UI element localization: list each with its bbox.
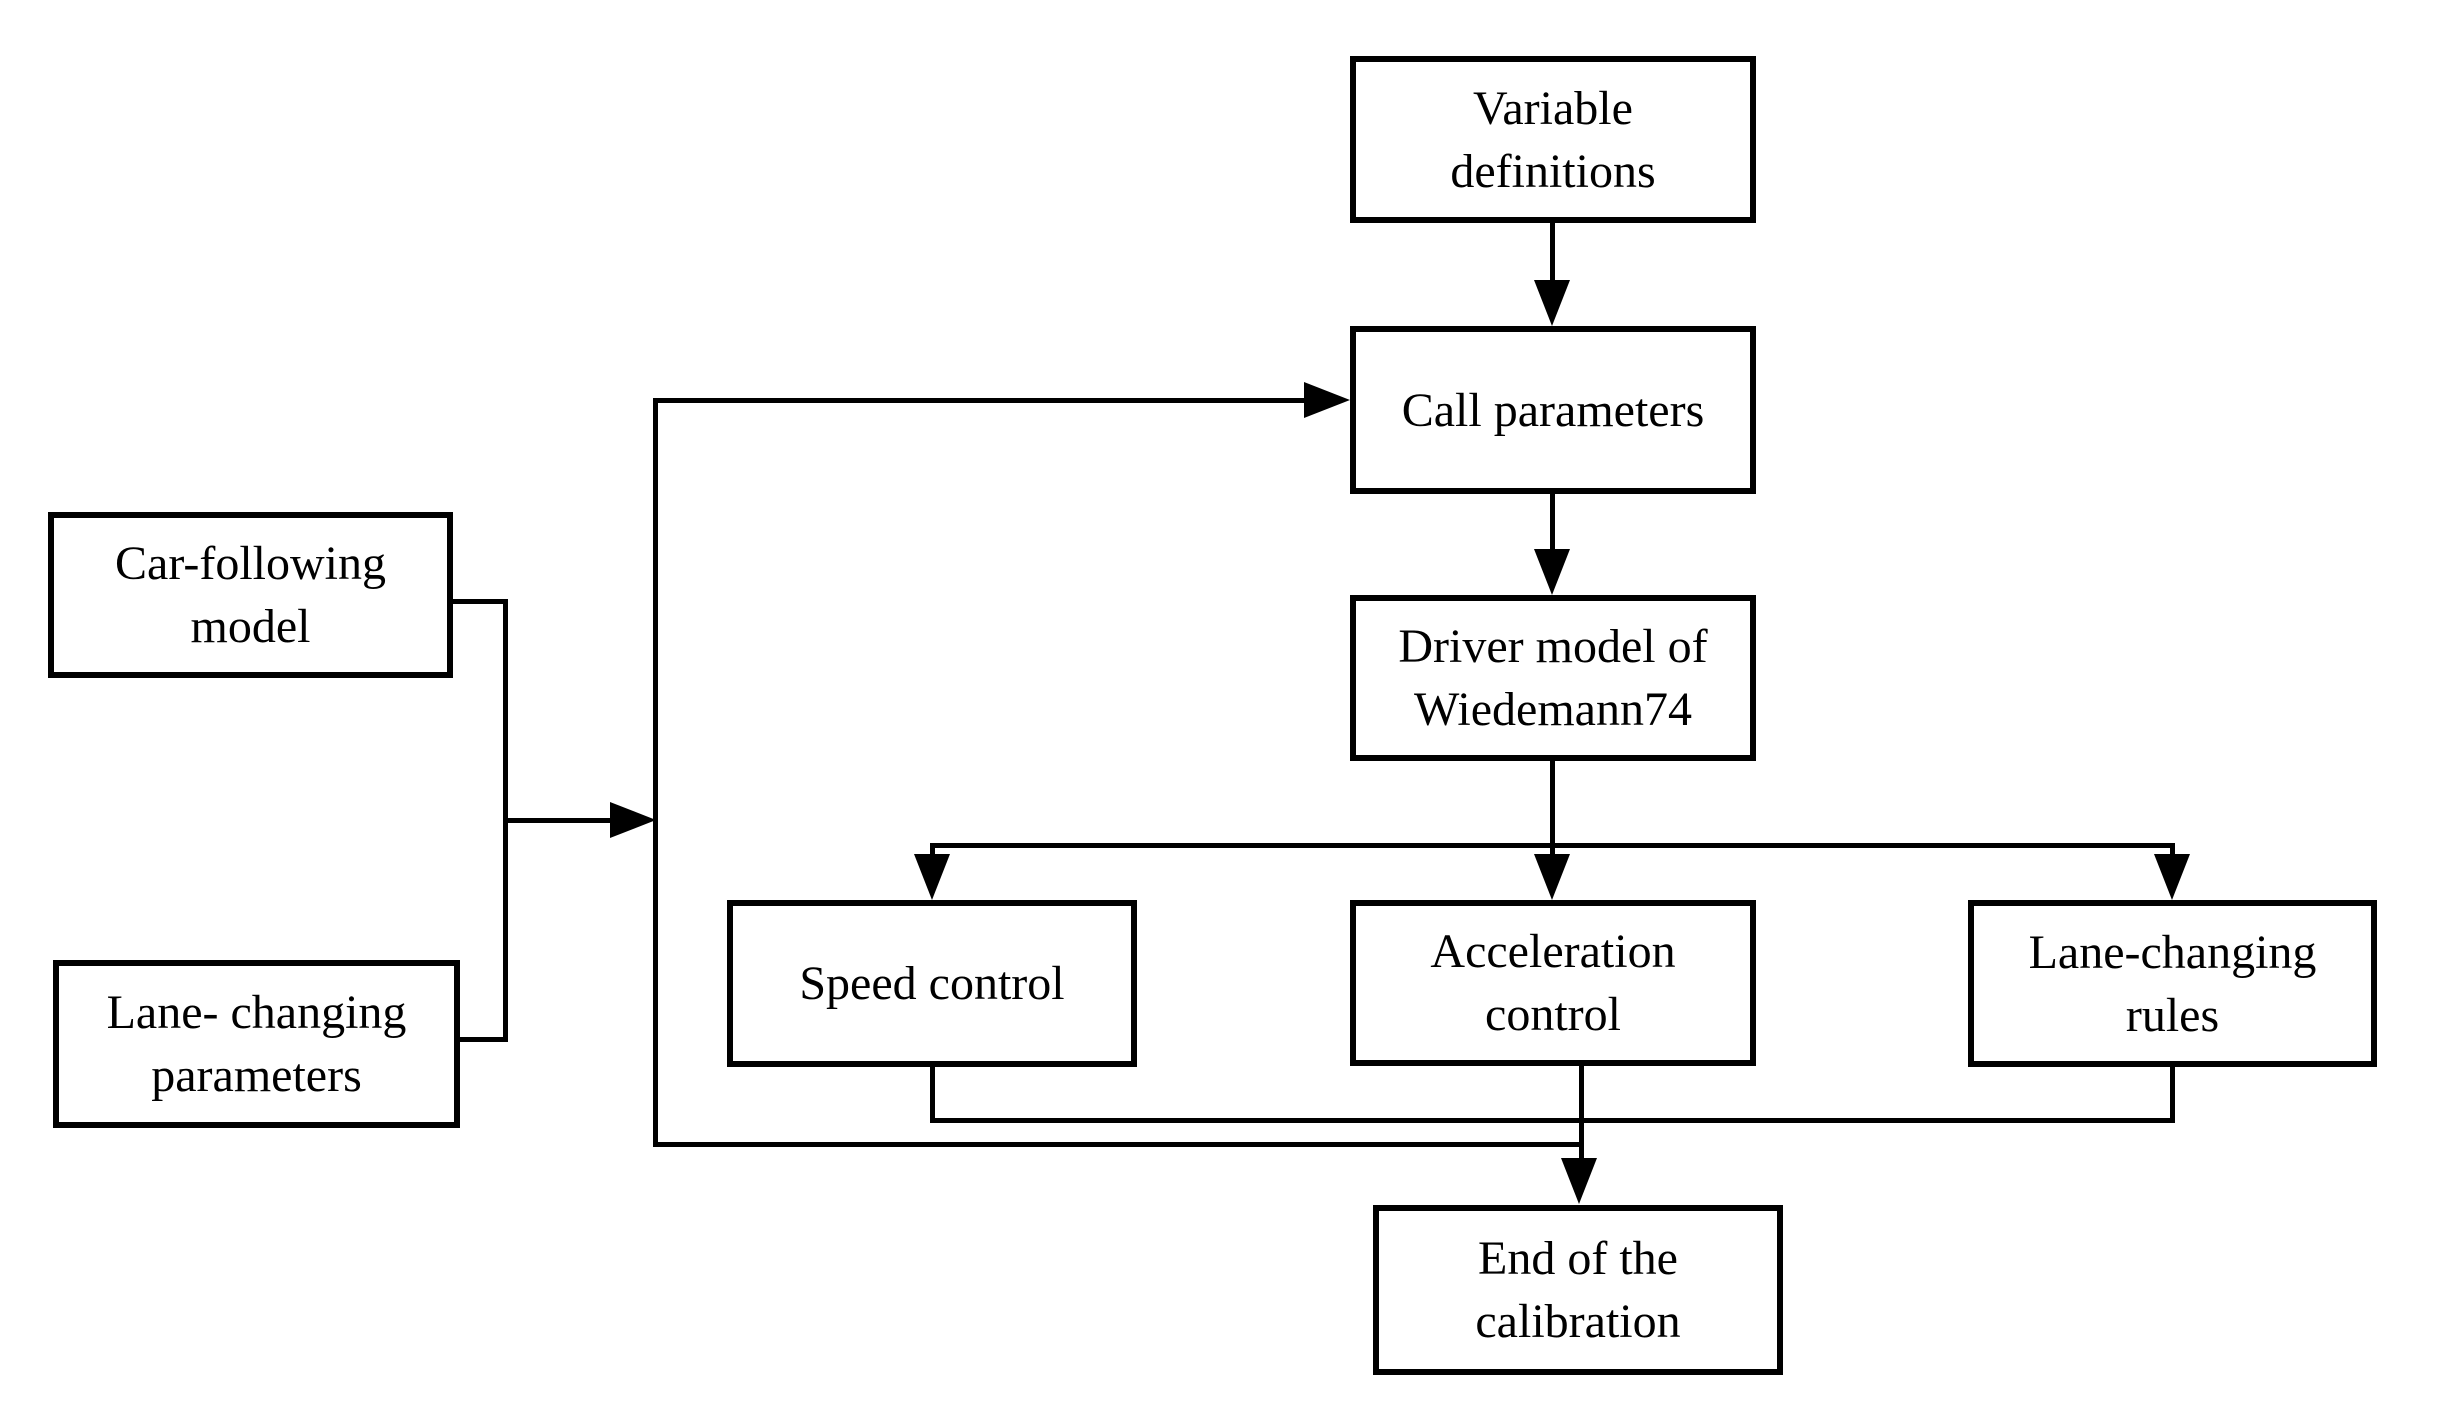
node-label-line: definitions: [1450, 144, 1656, 198]
node-label-line: Lane-changing: [2028, 925, 2317, 979]
edge-distribution-to-rules-arrowhead-icon: [2154, 854, 2190, 900]
edge-parameters-to-callparams-line: [653, 398, 1310, 403]
edge-distribution-to-rules-line: [2170, 843, 2175, 859]
edge-vardef-to-callparams-line: [1550, 219, 1555, 283]
edge-callparams-to-drivermodel-arrowhead-icon: [1534, 549, 1570, 595]
edge-parameters-to-callparams-arrowhead-icon: [1304, 382, 1350, 418]
node-label-line: control: [1485, 988, 1621, 1041]
edge-laneparams-connector-line: [458, 1037, 508, 1042]
node-label-line: Speed control: [799, 957, 1065, 1010]
edge-drivermodel-to-acceleration-arrowhead-icon: [1534, 854, 1570, 900]
node-label-line: Lane- changing: [106, 986, 407, 1039]
edge-vardef-to-callparams-arrowhead-icon: [1534, 280, 1570, 326]
edge-drivermodel-to-acceleration-line: [1550, 759, 1555, 859]
edge-rules-to-collector-line: [2170, 1065, 2175, 1122]
node-driver-model: Driver model of Wiedemann74: [1350, 595, 1756, 761]
node-label-line: Driver model of: [1398, 620, 1708, 673]
node-label-line: Car-following: [115, 537, 386, 590]
node-lane-changing-rules: Lane-changing rules: [1968, 900, 2377, 1067]
edge-bracket-to-vertical-arrowhead-icon: [610, 802, 656, 838]
node-label-line: model: [190, 600, 311, 653]
node-label-line: Wiedemann74: [1414, 683, 1692, 736]
edge-collector-line: [930, 1118, 2175, 1123]
node-speed-control: Speed control: [727, 900, 1137, 1067]
node-label-line: parameters: [151, 1049, 362, 1102]
edge-distribution-to-speed-line: [930, 843, 935, 859]
node-label-line: calibration: [1475, 1295, 1681, 1348]
edge-callparams-to-drivermodel-line: [1550, 492, 1555, 552]
edge-distribution-to-speed-arrowhead-icon: [914, 854, 950, 900]
node-call-parameters: Call parameters: [1350, 326, 1756, 494]
node-label-line: End of the: [1478, 1232, 1678, 1285]
node-end-of-calibration: End of the calibration: [1373, 1205, 1783, 1375]
node-label-line: Variable: [1473, 81, 1633, 135]
edge-bracket-to-vertical-line: [503, 818, 615, 823]
node-label-line: Acceleration: [1430, 925, 1676, 978]
edge-feedback-bottom-line: [653, 1142, 1584, 1147]
edge-acceleration-to-end-line: [1579, 1064, 1584, 1159]
node-label-line: Call parameters: [1401, 383, 1705, 437]
node-variable-definitions: Variable definitions: [1350, 56, 1756, 223]
edge-carfollowing-connector-line: [451, 599, 508, 604]
edge-distribution-line: [930, 843, 2175, 848]
node-lane-changing-parameters: Lane- changing parameters: [53, 960, 460, 1128]
node-acceleration-control: Acceleration control: [1350, 900, 1756, 1066]
edge-speed-to-collector-line: [930, 1065, 935, 1122]
edge-feedback-vertical-line: [653, 398, 658, 1147]
node-label-line: rules: [2125, 988, 2220, 1042]
node-car-following-model: Car-following model: [48, 512, 453, 678]
edge-acceleration-to-end-arrowhead-icon: [1561, 1158, 1597, 1204]
